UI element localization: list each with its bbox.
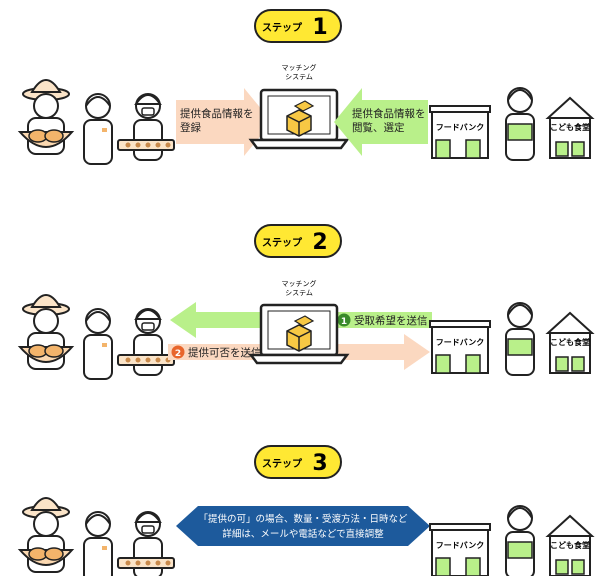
left-arrow-line-1: 提供食品情報を xyxy=(180,107,254,120)
step-3: ステップ 3 「提供の可」の場合、数量・受渡方法・日時など 詳細は、メールや電話… xyxy=(19,445,593,580)
request-badge: 1 xyxy=(341,317,347,327)
step-3-number: 3 xyxy=(312,451,327,476)
direct-contact-banner: 「提供の可」の場合、数量・受渡方法・日時など 詳細は、メールや電話などで直接調整 xyxy=(176,506,430,546)
system-label-line-2: システム xyxy=(285,289,313,297)
step-1-pill: ステップ 1 xyxy=(254,9,342,43)
reply-text: 提供可否を送信 xyxy=(188,346,262,359)
step-2-pill: ステップ 2 xyxy=(254,224,342,258)
provider-people-illustration xyxy=(19,294,175,380)
kodomo-shokudo-sign: こども食堂 xyxy=(550,540,590,550)
provider-people-illustration xyxy=(19,79,175,165)
kodomo-shokudo-sign: こども食堂 xyxy=(550,337,590,347)
kodomo-shokudo-sign: こども食堂 xyxy=(550,122,590,132)
system-label-line-1: マッチング xyxy=(282,279,317,288)
banner-line-1: 「提供の可」の場合、数量・受渡方法・日時など xyxy=(198,513,408,525)
step-1-number: 1 xyxy=(312,15,327,40)
food-bank-sign: フードバンク xyxy=(436,337,484,347)
step-2: ステップ 2 1 受取希望を送信 2 提供可否を送信 マッチング システム フー… xyxy=(19,224,593,380)
left-arrow-line-2: 登録 xyxy=(180,121,201,134)
banner-line-2: 詳細は、メールや電話などで直接調整 xyxy=(222,528,384,540)
right-green-arrow: 提供食品情報を 閲覧、選定 xyxy=(334,88,428,156)
matching-system-1: マッチング システム xyxy=(249,63,349,150)
system-label-line-2: システム xyxy=(285,73,313,81)
step-2-label: ステップ xyxy=(262,236,303,249)
step-2-number: 2 xyxy=(312,230,327,255)
system-label-line-1: マッチング xyxy=(282,63,317,72)
matching-system-2: マッチング システム xyxy=(249,279,349,365)
step-3-pill: ステップ 3 xyxy=(254,445,342,479)
right-arrow-line-2: 閲覧、選定 xyxy=(352,121,405,134)
provider-people-illustration xyxy=(19,497,175,580)
left-orange-arrow: 提供食品情報を 登録 xyxy=(176,88,272,156)
right-arrow-line-1: 提供食品情報を xyxy=(352,107,426,120)
step-1: ステップ 1 提供食品情報を 登録 マッチング システム 提供食品情報を 閲覧、… xyxy=(19,9,593,165)
request-text: 受取希望を送信 xyxy=(354,314,428,327)
food-bank-sign: フードバンク xyxy=(436,122,484,132)
laptop-icon xyxy=(249,303,349,365)
laptop-icon xyxy=(249,88,349,150)
reply-badge: 2 xyxy=(175,349,181,359)
step-1-label: ステップ xyxy=(262,21,303,34)
food-bank-sign: フードバンク xyxy=(436,540,484,550)
step-3-label: ステップ xyxy=(262,457,303,470)
